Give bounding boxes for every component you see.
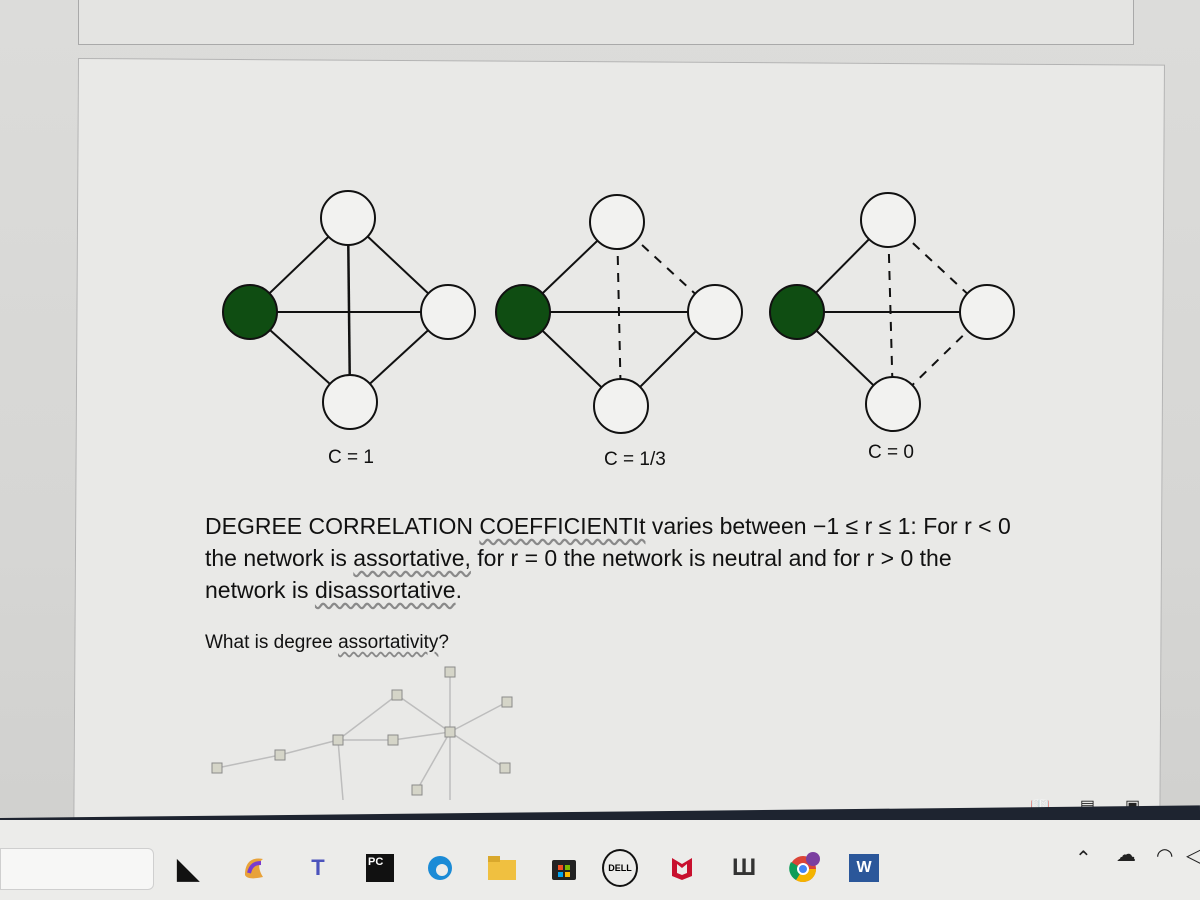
net-node bbox=[501, 696, 513, 708]
edge-icon[interactable] bbox=[422, 850, 458, 886]
dell-icon[interactable]: DELL bbox=[602, 849, 638, 887]
onedrive-icon[interactable]: ☁ bbox=[1116, 844, 1136, 866]
windows-icon[interactable]: ◣ bbox=[177, 852, 199, 884]
spelling-flag[interactable]: assortative, bbox=[353, 545, 471, 571]
chrome-icon[interactable] bbox=[786, 850, 822, 886]
para-text: DEGREE CORRELATION bbox=[205, 513, 480, 539]
node bbox=[860, 192, 916, 248]
edge bbox=[346, 217, 352, 403]
net-node bbox=[499, 762, 511, 774]
filled-node bbox=[495, 284, 551, 340]
chevron-up-icon[interactable]: ⌃ bbox=[1075, 848, 1092, 870]
para-text: for r = 0 the network is neutral and for… bbox=[205, 545, 952, 603]
node bbox=[687, 284, 743, 340]
pycharm-label: PC bbox=[366, 854, 394, 882]
net-node bbox=[274, 749, 286, 761]
net-node bbox=[332, 734, 344, 746]
previous-page bbox=[78, 0, 1134, 45]
browser-icon[interactable]: Ш bbox=[731, 854, 757, 881]
graph-label-c1: C = 1 bbox=[328, 447, 374, 468]
dell-label: DELL bbox=[602, 849, 638, 887]
para-text: varies between −1 ≤ r ≤ 1: For r < 0 the… bbox=[205, 513, 1011, 571]
node bbox=[322, 374, 378, 430]
dashed-edge bbox=[616, 221, 622, 407]
dashed-edge bbox=[887, 219, 894, 405]
taskbar bbox=[0, 820, 1200, 900]
para-text: . bbox=[455, 577, 462, 603]
word-icon[interactable]: W bbox=[846, 850, 882, 886]
graph-c1 bbox=[222, 190, 476, 430]
correlation-paragraph: DEGREE CORRELATION COEFFICIENTIt varies … bbox=[205, 510, 1035, 606]
question-line: What is degree assortativity? bbox=[205, 632, 449, 654]
mcafee-icon[interactable] bbox=[664, 850, 700, 886]
node bbox=[320, 190, 376, 246]
net-node bbox=[444, 666, 456, 678]
graph-label-c0: C = 0 bbox=[868, 442, 914, 463]
store-icon[interactable] bbox=[546, 850, 582, 886]
volume-icon[interactable]: ◁ bbox=[1186, 845, 1200, 867]
question-text: What is degree bbox=[205, 632, 339, 653]
net-node bbox=[391, 689, 403, 701]
graph-label-c13: C = 1/3 bbox=[604, 449, 666, 470]
node bbox=[959, 284, 1015, 340]
net-node bbox=[211, 762, 223, 774]
teams-icon[interactable]: T bbox=[311, 855, 325, 880]
graph-c13 bbox=[495, 194, 743, 434]
node bbox=[420, 284, 476, 340]
node bbox=[589, 194, 645, 250]
net-node bbox=[411, 784, 423, 796]
question-text: ? bbox=[438, 632, 449, 653]
net-node bbox=[444, 726, 456, 738]
net-node bbox=[387, 734, 399, 746]
node bbox=[593, 378, 649, 434]
pycharm-icon[interactable]: PC bbox=[362, 850, 398, 886]
network-figure bbox=[211, 666, 513, 801]
file-explorer-icon[interactable] bbox=[484, 850, 520, 886]
spelling-flag[interactable]: COEFFICIENTIt bbox=[479, 513, 646, 539]
spelling-flag[interactable]: assortativity bbox=[338, 632, 439, 653]
word-label: W bbox=[849, 854, 879, 882]
clustering-graphs bbox=[222, 190, 1015, 434]
copilot-icon[interactable] bbox=[236, 850, 272, 886]
node bbox=[865, 376, 921, 432]
taskbar-search[interactable] bbox=[0, 848, 154, 890]
spelling-flag[interactable]: disassortative bbox=[314, 577, 456, 603]
filled-node bbox=[222, 284, 278, 340]
wifi-icon[interactable]: ◠ bbox=[1156, 845, 1174, 867]
graph-c0 bbox=[769, 192, 1015, 432]
filled-node bbox=[769, 284, 825, 340]
